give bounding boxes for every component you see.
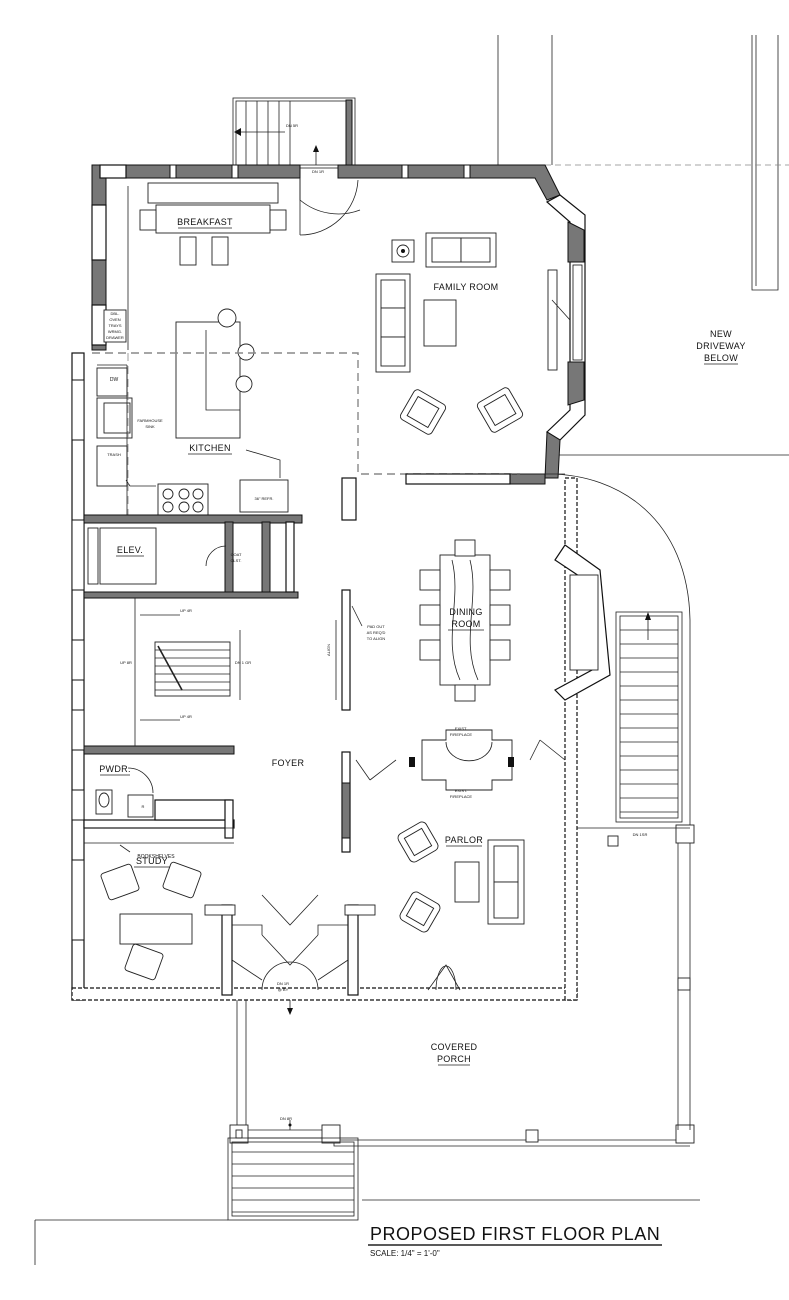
room-label-pwdr: PWDR. [99, 764, 131, 774]
room-label-kitchen: KITCHEN [189, 443, 231, 453]
kitchen-furniture [96, 308, 289, 517]
note-farmhouse-2: SINK [145, 424, 155, 429]
main-stair [134, 598, 241, 746]
room-label-porch-1: COVERED [431, 1042, 478, 1052]
note-coat-2: CLST. [231, 558, 242, 563]
driveway-label-2: DRIVEWAY [696, 341, 745, 351]
note-align: ALIGN [326, 644, 331, 656]
note-trash: TRASH [107, 452, 121, 457]
front-entry [204, 894, 376, 1015]
parlor-furniture [355, 729, 566, 991]
drawing-scale: SCALE: 1/4" = 1'-0" [370, 1249, 440, 1258]
note-dn-1gr: DN 1 GR [235, 660, 251, 665]
note-fireplace-top-1: EXIST. [455, 726, 467, 731]
labels: BREAKFAST FAMILY ROOM KITCHEN ELEV. DINI… [99, 123, 745, 1258]
note-pad-2: AS REQ'D [367, 630, 386, 635]
room-label-elev: ELEV. [117, 545, 143, 555]
note-dn-8r: DN 8R [280, 1116, 292, 1121]
study-furniture [100, 861, 202, 981]
note-dw: DW [110, 377, 119, 383]
note-pad-1: PAD OUT [367, 624, 385, 629]
note-coat-1: COAT [231, 552, 242, 557]
driveway-label-3: BELOW [704, 353, 738, 363]
driveway-label-1: NEW [710, 329, 732, 339]
room-label-study: STUDY [136, 856, 168, 866]
note-fireplace-bot-2: FIREPLACE [450, 794, 473, 799]
note-fireplace-top-2: FIREPLACE [450, 732, 473, 737]
pwdr-fixtures [95, 767, 154, 818]
note-dn-1r-front-2: @ BY [278, 987, 289, 992]
note-farmhouse-1: FARMHOUSE [137, 418, 163, 423]
site-lines [34, 35, 789, 1265]
rear-deck-stair [232, 97, 356, 169]
covered-porch [227, 824, 695, 1221]
room-label-dining-1: DINING [449, 607, 482, 617]
note-dbl-oven-0: DBL. [111, 311, 120, 316]
room-label-dining-2: ROOM [451, 619, 480, 629]
note-dn-5r: DN 5R [286, 123, 298, 128]
note-up-4r-2: UP 4R [180, 714, 192, 719]
note-dbl-oven-3: WRMG. [108, 329, 122, 334]
breakfast-furniture [127, 182, 287, 350]
main-house-walls [71, 352, 578, 1001]
existing-outline-dashed [92, 352, 520, 516]
note-pwdr-r: R [142, 804, 145, 809]
note-up-4r-1: UP 4R [180, 608, 192, 613]
note-dbl-oven-1: OVEN [109, 317, 120, 322]
note-dbl-oven-2: TRAYS [108, 323, 121, 328]
note-dbl-oven-4: DRAWER [106, 335, 124, 340]
family-room-furniture [375, 232, 571, 435]
dining-furniture [419, 539, 611, 702]
drawing-title: PROPOSED FIRST FLOOR PLAN [370, 1224, 660, 1244]
room-label-family-room: FAMILY ROOM [434, 282, 499, 292]
side-stair [615, 611, 683, 823]
note-dn-1r-front-1: DN 1R [277, 981, 289, 986]
room-label-breakfast: BREAKFAST [177, 217, 233, 227]
note-fireplace-bot-1: EXIST. [455, 788, 467, 793]
note-dn-1sr: DN 1SR [633, 832, 648, 837]
note-dn-1r-top: DN 1R [312, 169, 324, 174]
note-up-8r: UP 8R [120, 660, 132, 665]
note-bookshelves: BOOKSHELVES [137, 854, 175, 860]
room-label-parlor: PARLOR [445, 835, 483, 845]
room-label-porch-2: PORCH [437, 1054, 471, 1064]
note-refr: 36" REFR. [255, 496, 274, 501]
note-pad-3: TO ALIGN [367, 636, 385, 641]
room-label-foyer: FOYER [272, 758, 305, 768]
upper-addition-walls [91, 145, 586, 485]
